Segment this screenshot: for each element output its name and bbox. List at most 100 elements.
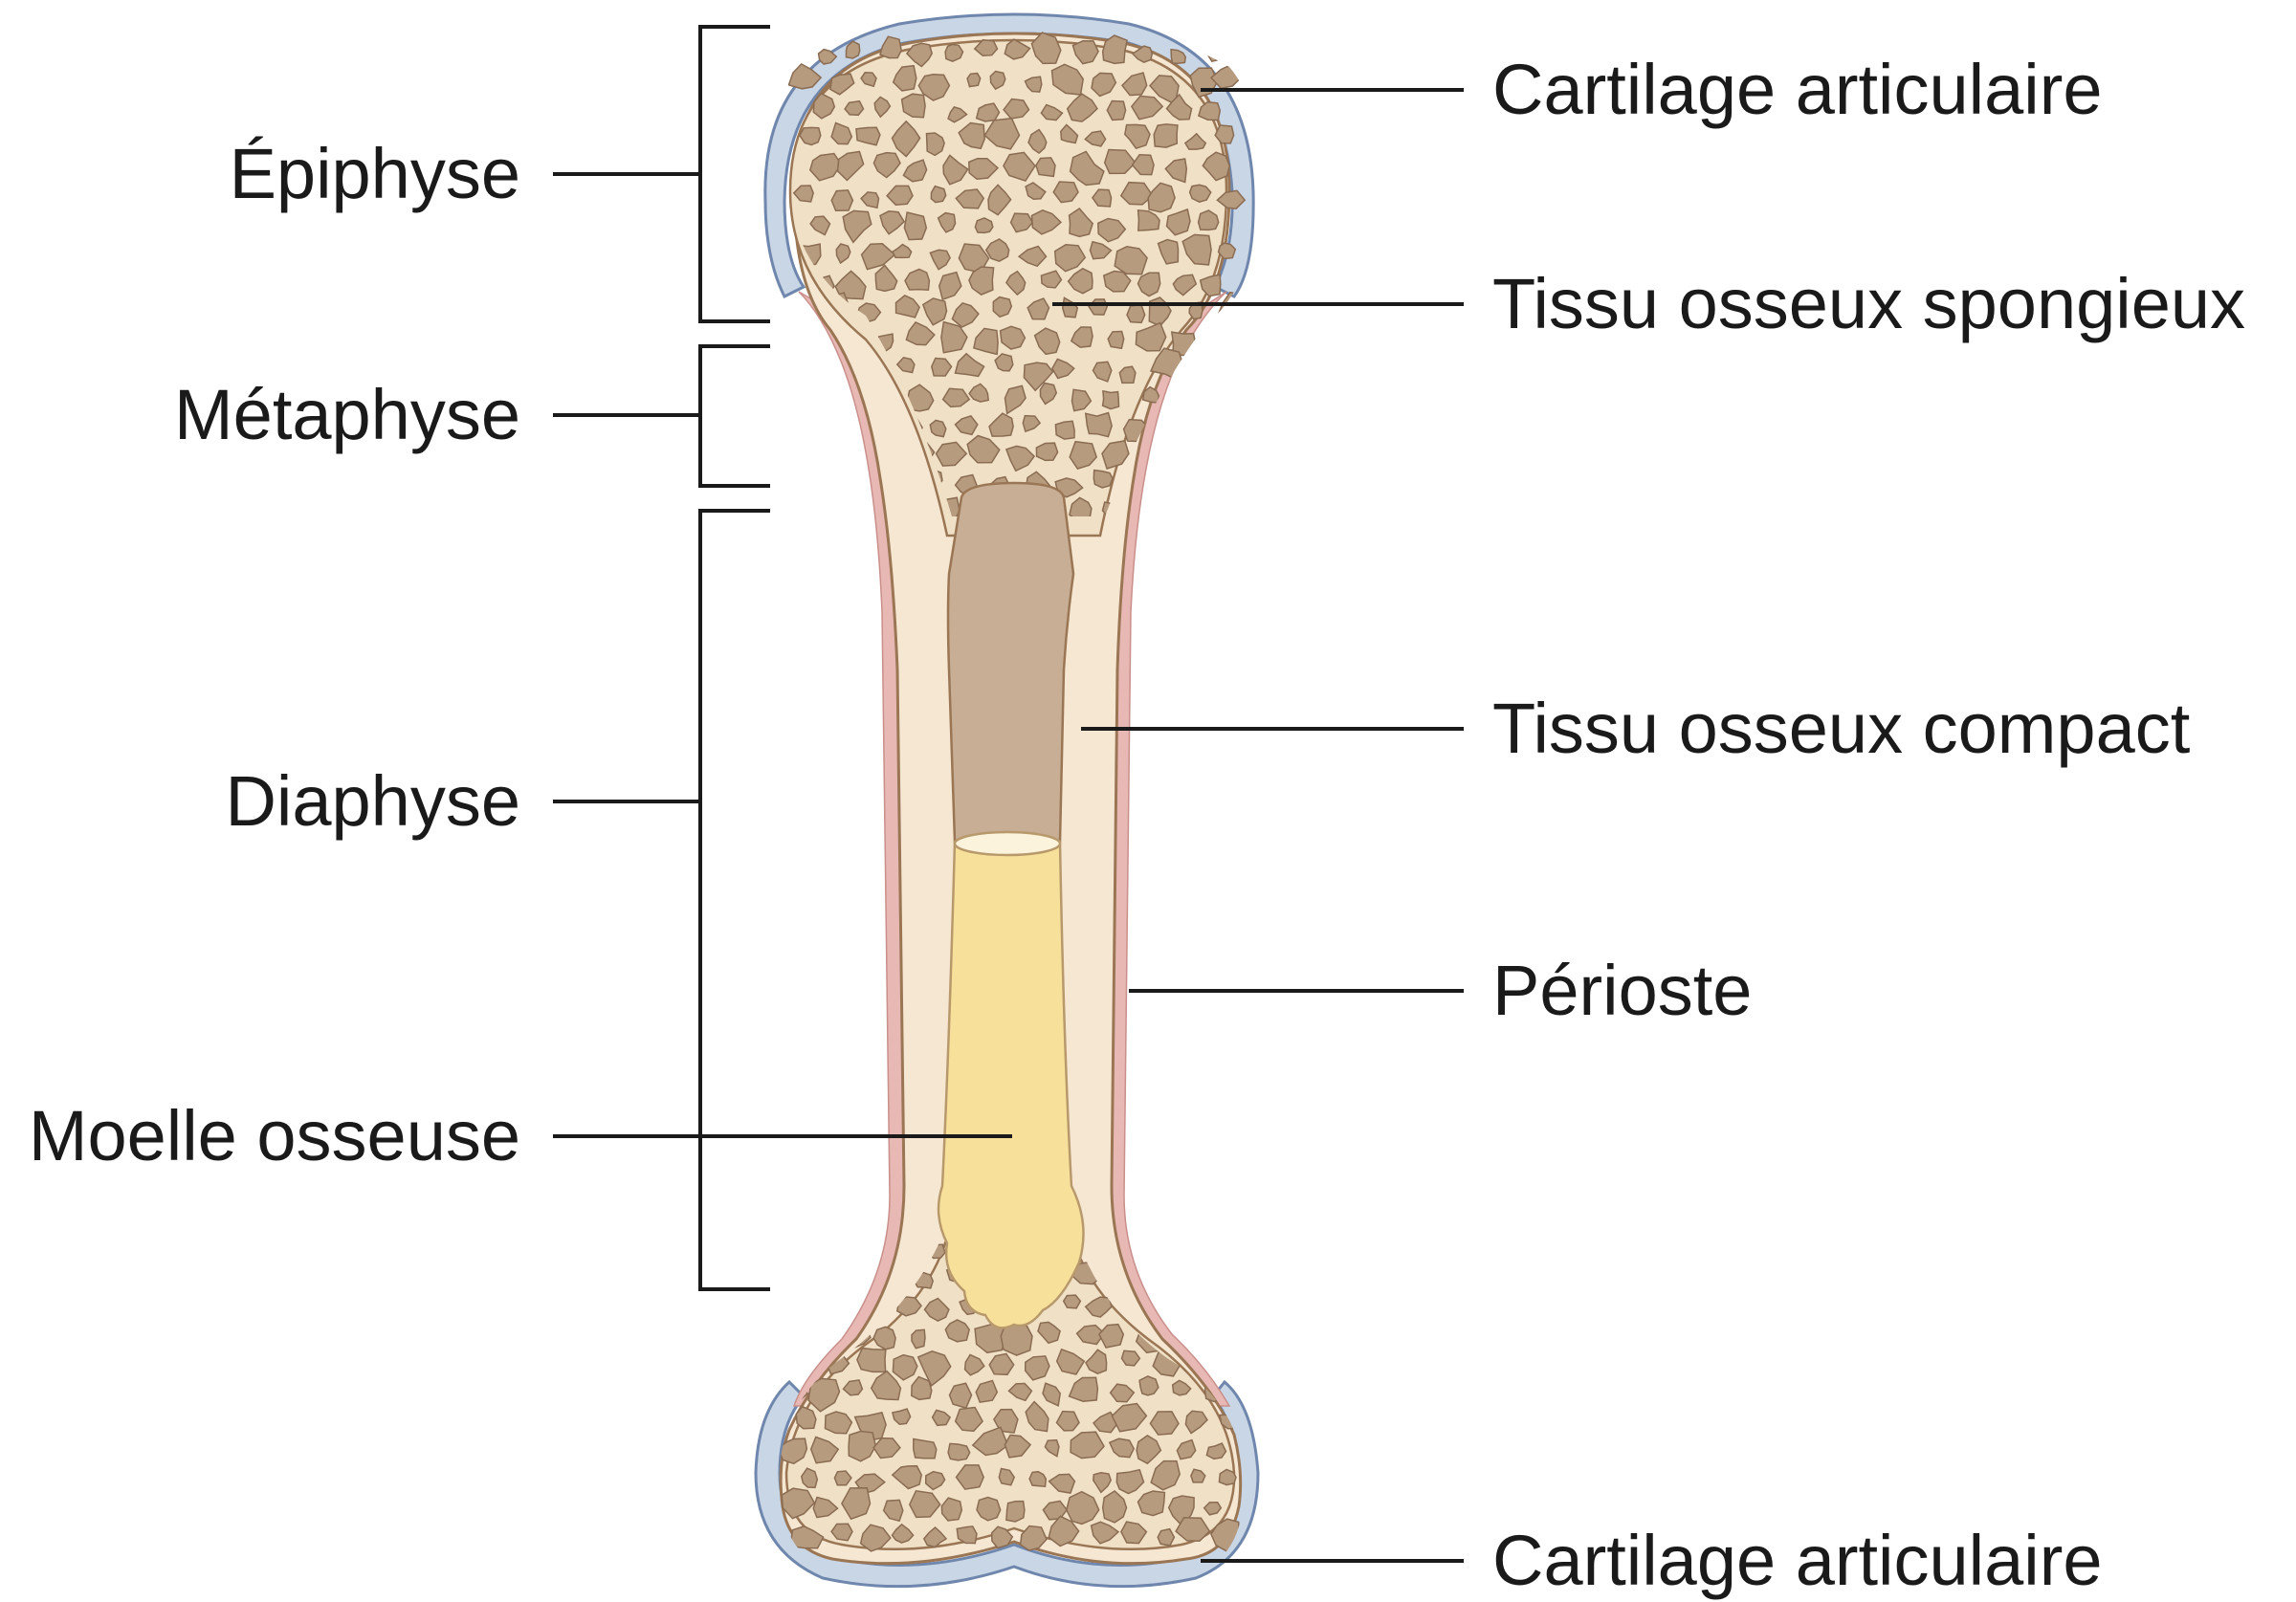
trabecula-hole [904,268,931,291]
trabecula-hole [916,1350,952,1387]
trabecula-hole [1200,378,1223,405]
trabecula-hole [908,1489,941,1519]
trabecula-hole [968,157,1000,180]
trabecula-hole [844,438,867,465]
trabecula-hole [1171,1266,1194,1287]
trabecula-hole [1069,150,1105,187]
trabecula-hole [836,150,865,182]
trabecula-hole [937,211,957,233]
trabecula-hole [1071,40,1099,65]
trabecula-hole [1055,1410,1080,1432]
marrow-shape [937,840,1085,1329]
trabecula-hole [796,1240,821,1266]
trabecula-hole [1069,440,1098,470]
trabecula-hole [955,1464,985,1490]
trabecula-hole [882,1499,904,1523]
trabecula-hole [944,1319,971,1343]
trabecula-hole [1055,1348,1086,1375]
trabecula-hole [1203,1326,1226,1346]
trabecula-hole [824,1411,853,1435]
trabecula-hole [828,415,849,441]
trabecula-hole [940,320,968,354]
trabecula-hole [1186,475,1207,493]
trabecula-hole [807,1377,841,1413]
trabecula-hole [1107,330,1125,350]
trabecula-hole [872,1437,901,1459]
trabecula-hole [1019,1525,1048,1551]
trabecula-hole [1172,274,1198,296]
trabecula-hole [976,1496,1002,1522]
trabecula-hole [1067,267,1093,295]
trabecula-hole [1121,72,1148,97]
trabecula-hole [1195,1263,1228,1292]
bracket-diaphyse [698,509,770,1291]
trabecula-hole [1217,1240,1242,1259]
trabecula-hole [789,1525,825,1549]
right-leaders [1052,88,1464,1563]
label-tissu-osseux-spongieux: Tissu osseux spongieux [1492,264,2246,343]
trabecula-hole [812,92,836,120]
trabecula-hole [958,121,985,150]
trabecula-hole [911,1375,933,1401]
trabecula-hole [830,1523,853,1542]
marrow-top-cap [953,830,1062,857]
trabecula-hole [1109,1383,1136,1403]
trabecula-hole [1137,272,1161,297]
trabecula-hole [891,1523,915,1544]
trabecula-hole [870,1370,902,1401]
trabecula-hole [848,1430,877,1462]
trabecula-hole [799,126,822,146]
trabecula-hole [1070,1431,1105,1459]
trabecula-hole [1180,1239,1209,1266]
trabecula-hole [787,62,823,90]
trabecula-hole [1025,1400,1049,1433]
trabecula-hole [1131,154,1155,176]
trabecula-hole [1068,208,1094,238]
trabecula-hole [1085,1349,1108,1375]
trabecula-hole [1171,1379,1192,1396]
trabecula-hole [900,93,926,119]
trabecula-hole [812,1496,839,1519]
trabecula-hole [975,102,1001,122]
trabecula-hole [874,264,898,293]
trabecula-hole [931,357,953,377]
trabecula-hole [879,35,902,59]
trabecula-hole [1069,496,1093,516]
trabecula-hole [1149,475,1176,497]
trabecula-hole [1217,352,1241,376]
trabecula-hole [1165,208,1191,236]
trabecula-hole [1137,208,1160,231]
trabecula-hole [1212,419,1244,446]
trabecula-hole [782,1326,804,1348]
trabecula-hole [1071,388,1093,412]
trabecula-hole [917,74,951,101]
trabecula-hole [922,1525,948,1548]
trabecula-hole [974,217,994,234]
trabecula-hole [833,1470,852,1486]
trabecula-hole [1106,99,1127,121]
trabecula-hole [1206,40,1226,63]
trabecula-hole [1051,358,1075,380]
trabecula-hole [1004,38,1031,60]
trabecula-hole [1202,151,1231,182]
trabecula-hole [1136,1435,1162,1465]
trabecula-hole [1075,1324,1106,1346]
trabecula-hole [829,464,859,493]
trabecula-hole [1197,209,1220,231]
trabecula-hole [1092,361,1113,383]
trabecula-hole [797,1296,818,1315]
trabecula-hole [842,209,872,244]
trabecula-hole [807,444,835,466]
trabecula-hole [1159,1241,1177,1260]
trabecula-hole [860,191,880,209]
trabecula-hole [929,419,947,438]
trabecula-hole [1130,95,1164,121]
trabecula-hole [835,243,851,265]
label-diaphyse: Diaphyse [225,761,520,841]
trabecula-hole [931,1409,952,1427]
trabecula-hole [1164,158,1188,184]
trabecula-hole [873,96,892,119]
trabecula-hole [830,189,854,212]
trabecula-hole [1030,208,1063,235]
trabecula-hole [1147,182,1176,213]
